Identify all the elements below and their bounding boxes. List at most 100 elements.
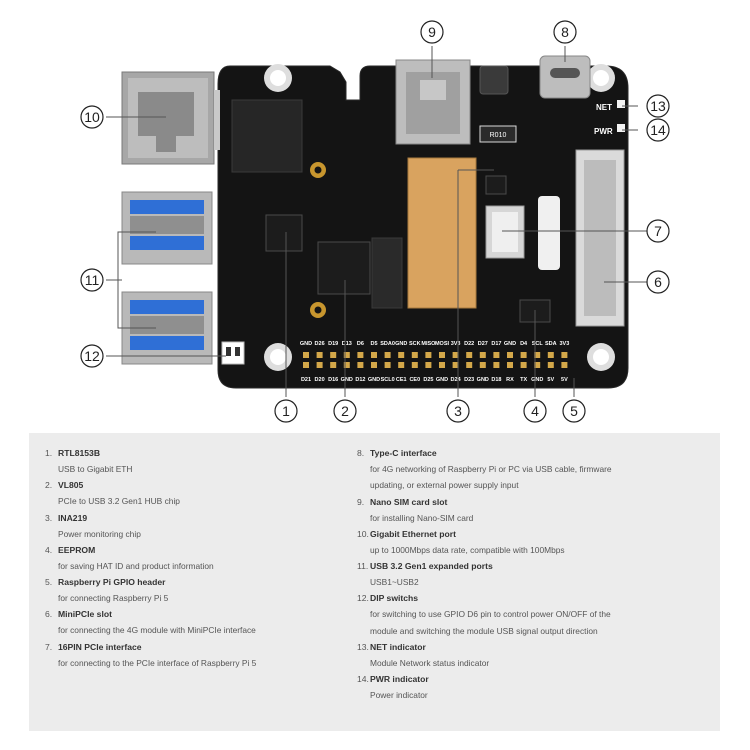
legend-item-description: for connecting to the PCIe interface of … <box>58 657 257 668</box>
ethernet-port <box>121 71 220 165</box>
legend-item-description: for switching to use GPIO D6 pin to cont… <box>370 609 611 620</box>
legend-item-number: 12. <box>357 593 369 604</box>
dip-switch <box>221 341 245 365</box>
legend-item-title-row: 2.VL805 <box>45 477 355 493</box>
legend-item-number: 5. <box>45 577 53 588</box>
legend-item-title-row: 4. EEPROM <box>45 542 355 558</box>
gpio-pin <box>561 352 568 358</box>
legend-item-number: 1. <box>45 448 53 458</box>
gpio-pin <box>398 352 405 358</box>
gpio-pin <box>534 362 541 368</box>
legend-item-title: VL805 <box>58 480 84 491</box>
legend-item-description: for saving HAT ID and product informatio… <box>58 560 214 571</box>
legend-item-description: Module Network status indicator <box>370 658 490 669</box>
legend-item-number: 6. <box>45 609 53 620</box>
legend-item-title-row: 3.INA219 <box>45 510 355 526</box>
callout-circle <box>446 399 470 423</box>
gpio-bottom-label: D24 <box>451 377 462 383</box>
legend-item-number: 11. <box>357 561 369 572</box>
gpio-pin <box>493 352 500 358</box>
legend-item-title-row: 11.USB 3.2 Gen1 expanded ports <box>357 558 667 574</box>
callout-number: 10 <box>84 109 100 125</box>
gpio-top-label: GND <box>300 341 312 347</box>
callout-circle <box>646 219 670 243</box>
gpio-bottom-label: CE0 <box>409 377 420 383</box>
gpio-top-label: D13 <box>342 341 352 347</box>
gpio-pin <box>561 362 568 368</box>
magnetics <box>231 99 303 173</box>
callout-circle <box>646 118 670 142</box>
gpio-top-label: GND <box>504 341 516 347</box>
callout-number: 8 <box>561 24 569 40</box>
gpio-top-label: 3V3 <box>451 341 461 347</box>
legend-item-title: USB 3.2 Gen1 expanded ports <box>370 561 493 572</box>
ina219-chip <box>485 175 507 195</box>
gpio-top-label: D5 <box>370 341 377 347</box>
callout-number: 5 <box>570 403 578 419</box>
legend-item-description: PCIe to USB 3.2 Gen1 HUB chip <box>58 496 180 507</box>
gpio-bottom-label: CE1 <box>396 377 407 383</box>
legend-item-title: PWR indicator <box>370 674 429 685</box>
legend-item-description: Power monitoring chip <box>58 528 141 539</box>
gpio-bottom-label: D18 <box>491 377 501 383</box>
callout-number: 3 <box>454 403 462 419</box>
gpio-pin <box>479 362 486 368</box>
gpio-pin <box>425 352 432 358</box>
legend-item-number: 4. <box>45 544 53 555</box>
gpio-top-label: SDA0 <box>380 341 395 347</box>
gpio-bottom-label: D21 <box>301 377 311 383</box>
callout-circle <box>80 105 104 129</box>
sim-slot <box>395 59 471 145</box>
gpio-pin <box>452 352 459 358</box>
mounting-holes <box>264 64 615 371</box>
copper-pad <box>407 157 477 309</box>
legend-item-number: 8. <box>357 448 365 458</box>
gpio-pin <box>493 362 500 368</box>
inductor <box>479 65 509 95</box>
gpio-pin <box>398 362 405 368</box>
pwr-led <box>617 124 625 132</box>
callout-circle <box>523 399 547 423</box>
callout-circle <box>274 399 298 423</box>
gpio-pin <box>303 352 309 358</box>
net-led <box>617 100 625 108</box>
callout-number: 1 <box>282 403 290 419</box>
chip-silk-label: R010 <box>490 132 507 139</box>
gpio-top-label: D17 <box>491 341 501 347</box>
gpio-bottom-label: D12 <box>355 377 365 383</box>
legend-item-title-row: 14.PWR indicator <box>357 671 667 687</box>
legend-item-description: for installing Nano-SIM card <box>370 512 474 523</box>
gpio-pin <box>439 362 445 368</box>
gpio-bottom-label: GND <box>368 377 380 383</box>
usb-silk-label-1: USB <box>156 267 175 277</box>
callout-number: 9 <box>428 24 436 40</box>
gpio-pin <box>303 362 309 368</box>
gpio-pin <box>466 362 473 368</box>
gpio-pin <box>547 352 554 358</box>
gpio-top-label: D22 <box>464 341 474 347</box>
callout-circle <box>333 399 357 423</box>
gpio-pin <box>466 352 473 358</box>
gpio-top-label: SDA <box>545 341 557 347</box>
gpio-pin <box>357 352 364 358</box>
legend-item-description: module and switching the module USB sign… <box>370 625 598 636</box>
legend-item-title-row: 10.Gigabit Ethernet port <box>357 526 667 542</box>
gpio-pin <box>547 362 554 368</box>
gpio-bottom-label: RX <box>506 377 514 383</box>
legend-item-title: EEPROM <box>58 544 96 555</box>
gpio-pin <box>343 352 350 358</box>
legend-item-title: INA219 <box>58 512 88 523</box>
legend-item-title: MiniPCIe slot <box>58 609 112 620</box>
gpio-bottom-label: SCL0 <box>381 377 395 383</box>
vl805-chip <box>317 241 371 295</box>
callout-number: 14 <box>650 122 666 138</box>
legend-item-description: for connecting the 4G module with MiniPC… <box>58 625 256 636</box>
